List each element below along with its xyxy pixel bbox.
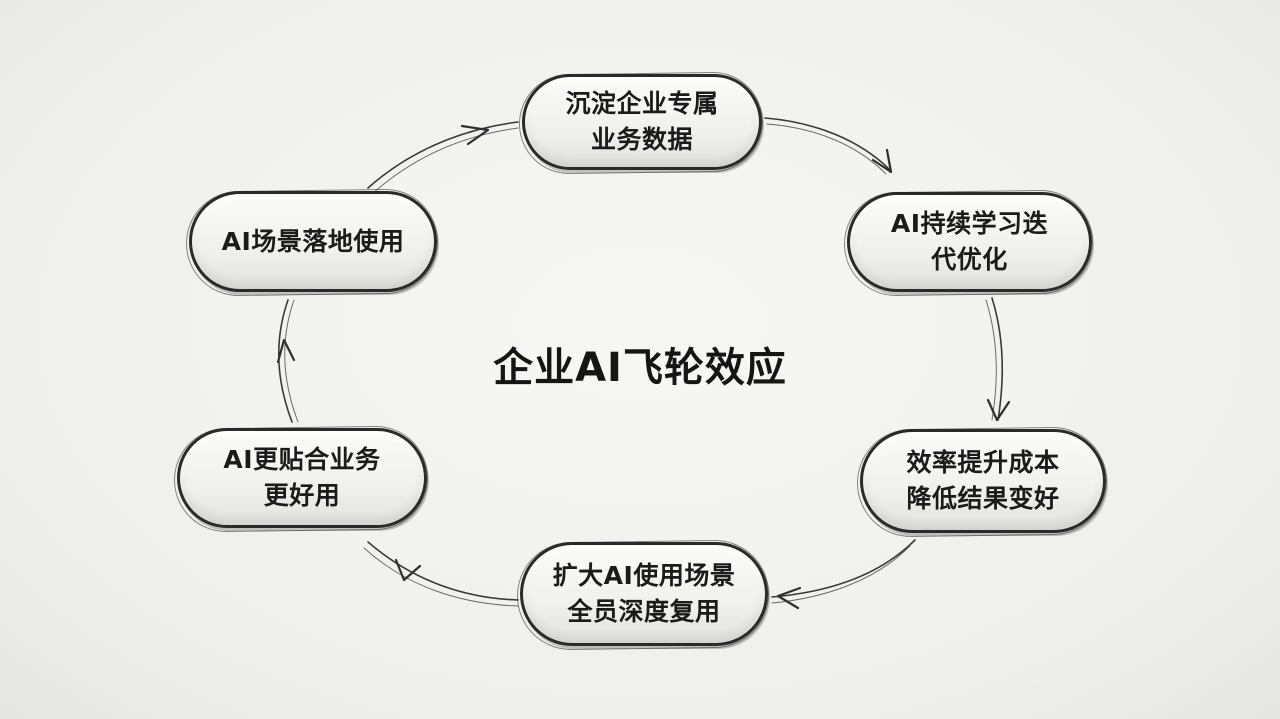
node-label: 沉淀企业专属 业务数据: [565, 89, 719, 154]
diagram-title: 企业AI飞轮效应: [493, 345, 787, 391]
arrow-left-lower-to-left-upper: [276, 299, 299, 423]
arrowhead-icon: [871, 148, 893, 174]
arrow-top-to-right-upper: [764, 117, 893, 175]
node-top: 沉淀企业专属 业务数据: [522, 74, 762, 170]
arrowhead-icon: [394, 558, 422, 582]
arrowhead-icon: [776, 586, 802, 610]
node-label: AI持续学习迭 代优化: [890, 209, 1049, 274]
arrow-right-lower-to-bottom: [771, 539, 916, 610]
node-left-upper: AI场景落地使用: [189, 191, 437, 292]
node-left-lower: AI更贴合业务 更好用: [177, 428, 427, 528]
arrow-right-upper-to-right-lower: [985, 297, 1011, 422]
arrowhead-icon: [276, 338, 296, 364]
node-right-lower: 效率提升成本 降低结果变好: [860, 429, 1106, 533]
arrowhead-icon: [460, 124, 490, 146]
node-label: 效率提升成本 降低结果变好: [906, 448, 1060, 513]
node-label: 扩大AI使用场景 全员深度复用: [552, 561, 736, 626]
node-bottom: 扩大AI使用场景 全员深度复用: [520, 542, 768, 646]
node-label: AI更贴合业务 更好用: [223, 445, 381, 510]
node-right-upper: AI持续学习迭 代优化: [847, 192, 1092, 292]
arrowhead-icon: [986, 398, 1011, 422]
node-label: AI场景落地使用: [221, 226, 405, 256]
arrow-left-upper-to-top: [367, 121, 519, 195]
arrow-bottom-to-left-lower: [363, 541, 519, 607]
